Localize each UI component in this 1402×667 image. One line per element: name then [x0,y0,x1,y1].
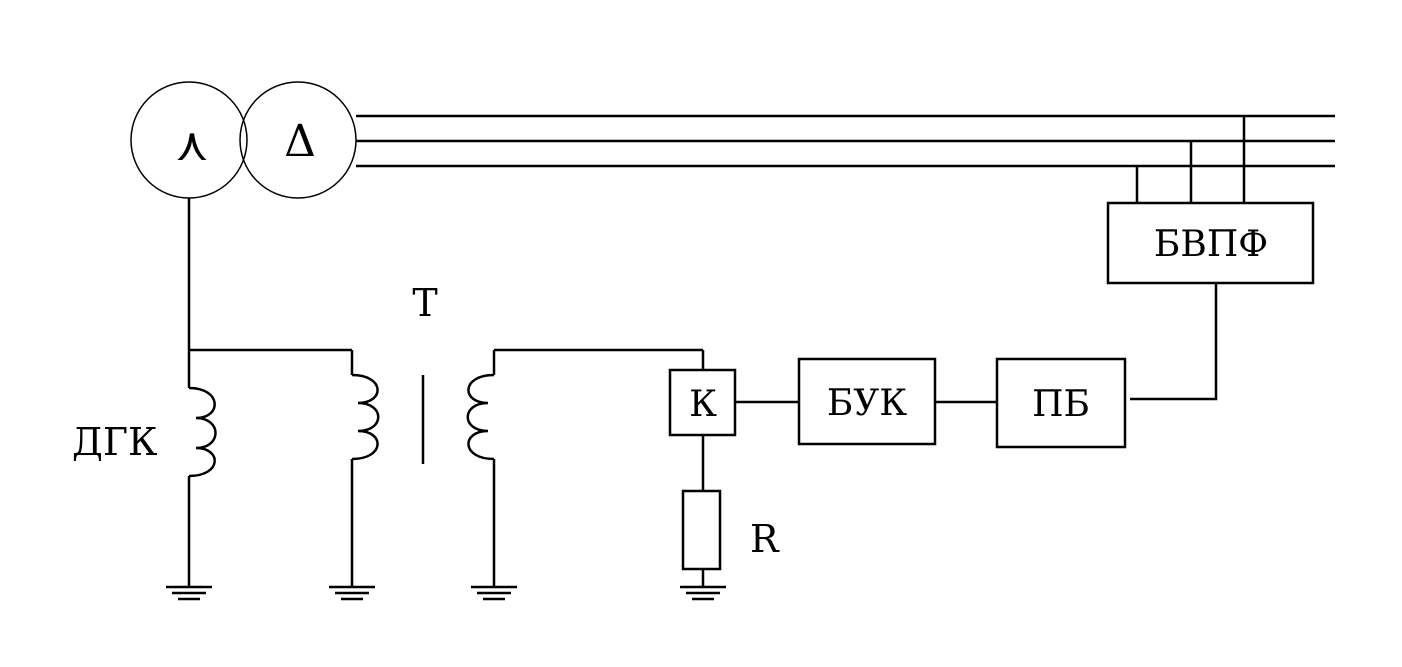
secondary-winding [466,373,495,461]
resistor-label: R [750,517,780,561]
transformer-label: T [412,281,437,325]
three-phase-bus [356,114,1335,203]
zero-seq-unit-box [1106,201,1315,285]
power-unit-box [995,357,1127,449]
ground-symbol [680,585,726,601]
ground-symbol [329,585,375,601]
resistor-box [681,489,722,571]
arc-coil-winding [188,386,217,478]
power-to-zero-seq-wire [1130,283,1218,401]
ground-symbol [471,585,517,601]
arc-suppression-coil [166,386,217,601]
power-transformer: ⋏ Δ [130,81,357,199]
star-symbol: ⋏ [175,117,209,171]
transformer-primary [329,350,380,601]
transformer-secondary [466,348,703,601]
ground-symbol [166,585,212,601]
control-unit-label: БУК [827,383,907,424]
primary-winding [351,373,380,461]
delta-symbol: Δ [284,116,316,167]
power-unit-label: ПБ [1032,384,1090,425]
key-label: К [689,384,717,425]
control-unit-box [797,357,937,446]
zero-seq-unit-label: БВПФ [1154,224,1268,265]
arc-reactor-label: ДГК [72,420,157,464]
key-box [668,368,737,437]
